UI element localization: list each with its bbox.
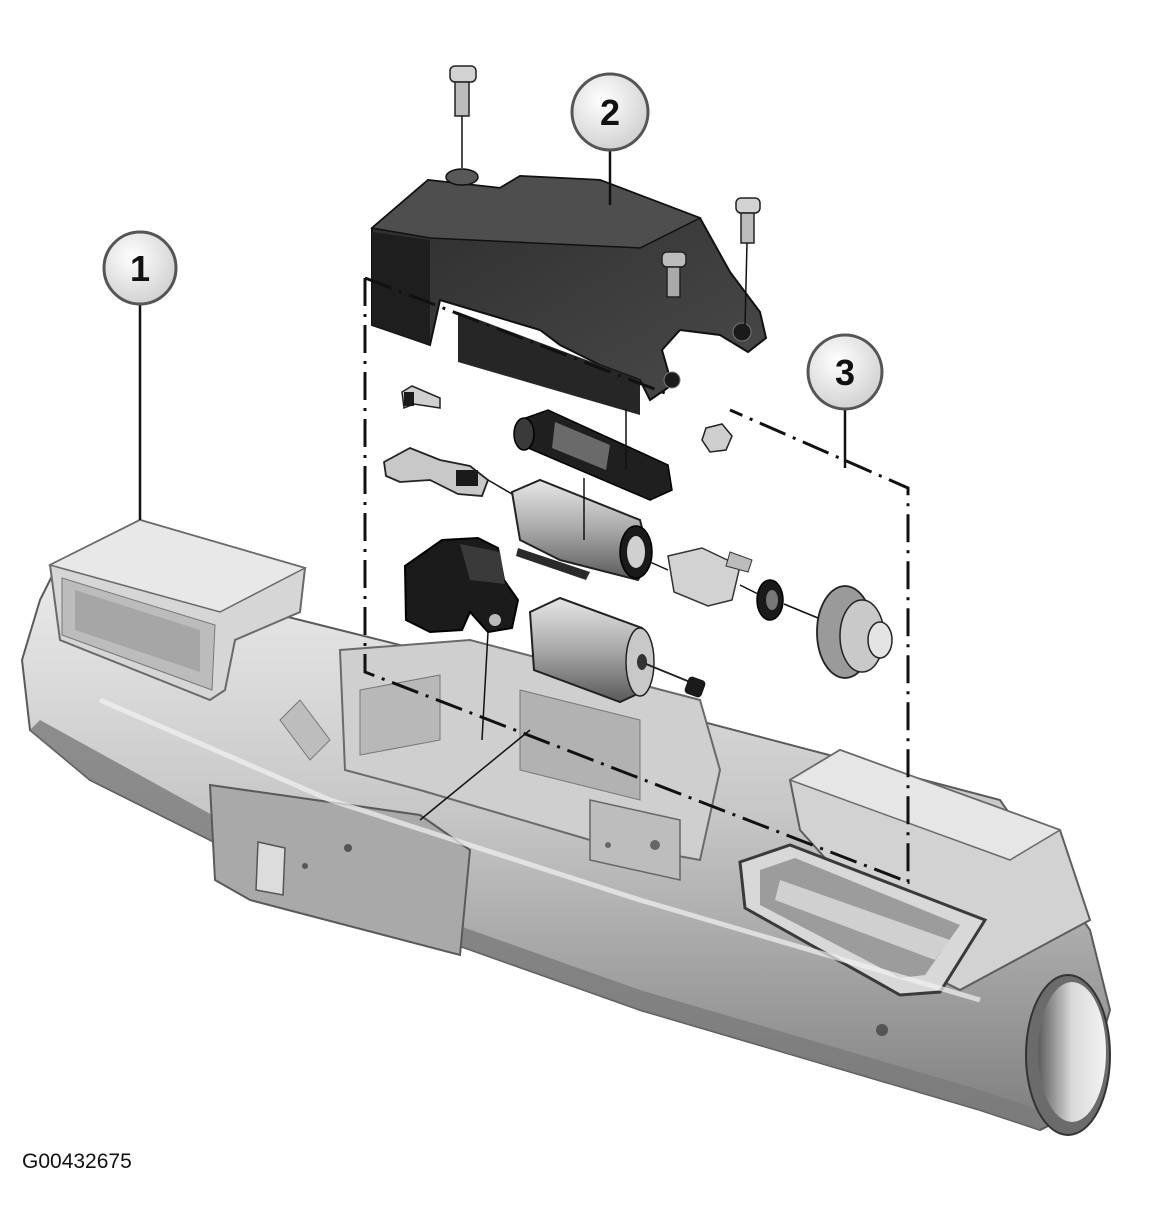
figure-id: G00432675 <box>22 1150 132 1173</box>
small-gear <box>756 579 784 621</box>
electric-motor <box>528 596 691 704</box>
lock-cover <box>370 168 768 415</box>
screw-right <box>735 197 761 326</box>
callout-2: 2 <box>570 72 650 205</box>
latch-lever <box>383 447 490 497</box>
sleeve <box>667 547 753 607</box>
callout-1: 1 <box>102 230 178 520</box>
callout-3: 3 <box>806 333 884 468</box>
worm-screw <box>684 676 706 698</box>
retaining-clip <box>401 385 441 410</box>
actuator-housing <box>510 478 653 582</box>
callout-2-label: 2 <box>600 92 620 133</box>
assembly-lines <box>419 408 819 821</box>
callout-1-label: 1 <box>130 248 150 289</box>
nut <box>701 423 733 453</box>
screw-center <box>661 251 687 298</box>
steering-column-housing <box>20 518 1112 1136</box>
lock-assembly-outline <box>363 276 910 885</box>
worm-gear <box>816 585 893 679</box>
screw-left <box>449 65 477 168</box>
lock-cylinder <box>513 409 673 501</box>
callout-3-label: 3 <box>835 352 855 393</box>
sensor-bracket <box>403 536 520 634</box>
